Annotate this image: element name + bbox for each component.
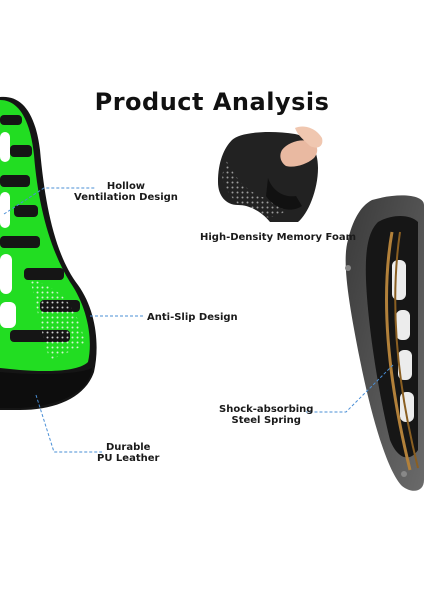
page-title: Product Analysis (94, 88, 330, 116)
saddle-underside-view (345, 195, 424, 491)
memory-foam-label: High-Density Memory Foam (200, 232, 357, 243)
steel-spring-label: Shock-absorbing Steel Spring (219, 404, 314, 426)
hollow-ventilation-label: Hollow Ventilation Design (74, 181, 178, 203)
callout-lines (3, 187, 394, 453)
memory-foam-sample (218, 126, 323, 222)
pu-leather-label: Durable PU Leather (97, 442, 160, 464)
anti-slip-label: Anti-Slip Design (147, 312, 238, 323)
saddle-top-view (0, 96, 97, 410)
